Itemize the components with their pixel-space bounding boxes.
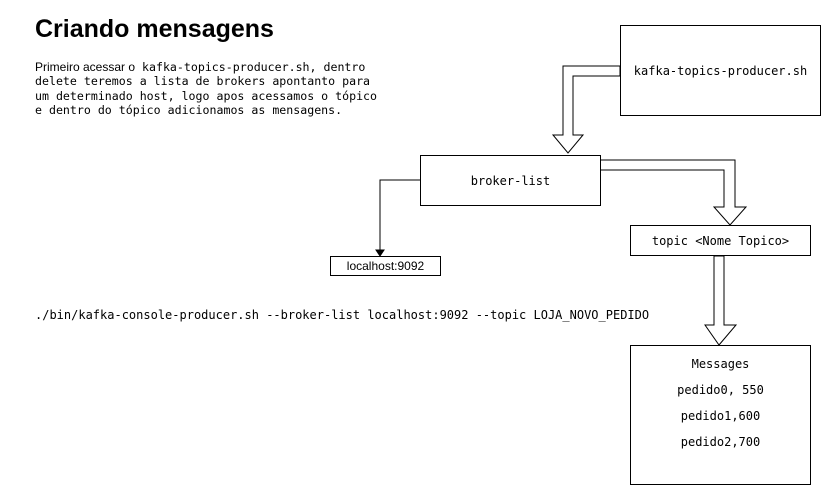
arrowhead-localhost bbox=[375, 249, 385, 257]
producer-node-label: kafka-topics-producer.sh bbox=[633, 63, 808, 78]
description-body: kafka-topics-producer.sh, dentro delete … bbox=[35, 60, 378, 117]
localhost-node: localhost:9092 bbox=[330, 256, 441, 276]
message-item: pedido0, 550 bbox=[677, 383, 764, 397]
messages-node: Messages pedido0, 550 pedido1,600 pedido… bbox=[630, 345, 811, 485]
topic-node: topic <Nome Topico> bbox=[630, 225, 811, 256]
localhost-node-label: localhost:9092 bbox=[346, 259, 425, 273]
arrow-broker-to-localhost bbox=[379, 179, 420, 250]
arrow-broker-to-topic bbox=[599, 159, 748, 226]
description-text: Primeiro acessar o kafka-topics-producer… bbox=[35, 60, 380, 117]
arrow-producer-to-broker bbox=[551, 65, 621, 154]
message-item: pedido2,700 bbox=[680, 435, 761, 449]
message-item: pedido1,600 bbox=[680, 409, 761, 423]
page-title: Criando mensagens bbox=[35, 15, 274, 43]
arrow-topic-to-messages bbox=[704, 255, 738, 346]
producer-node: kafka-topics-producer.sh bbox=[620, 25, 821, 116]
topic-node-label: topic <Nome Topico> bbox=[651, 233, 790, 248]
console-command: ./bin/kafka-console-producer.sh --broker… bbox=[35, 308, 650, 322]
broker-list-node: broker-list bbox=[420, 155, 601, 206]
messages-title: Messages bbox=[691, 357, 750, 371]
description-lead: Primeiro acessar o bbox=[35, 60, 136, 74]
broker-list-node-label: broker-list bbox=[470, 173, 551, 188]
